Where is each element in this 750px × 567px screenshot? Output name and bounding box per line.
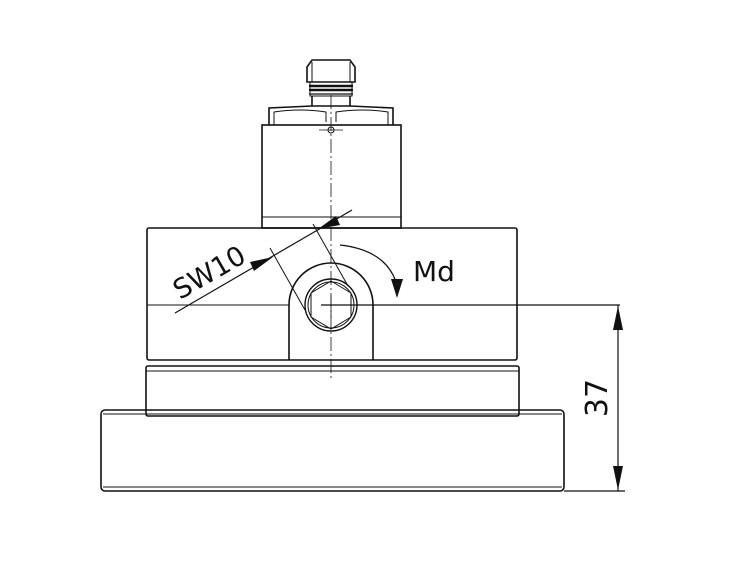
cap-nut [306, 59, 356, 106]
wrench-size-dimension: SW10 [168, 209, 353, 314]
lower-body [145, 365, 520, 417]
arrowhead [250, 257, 273, 271]
upper-body [261, 124, 402, 229]
height-dimension: 37 [564, 305, 625, 492]
arrowhead [318, 216, 340, 229]
main-block [146, 227, 518, 361]
flange [100, 409, 565, 492]
torque-arrow-icon [339, 244, 397, 283]
wrench-size-label: SW10 [168, 240, 251, 306]
torque-indicator: Md [339, 244, 455, 298]
hex-socket-bolt [304, 278, 620, 332]
hex-nut [268, 105, 394, 134]
torque-label: Md [413, 255, 455, 288]
height-dimension-value: 37 [580, 379, 615, 417]
